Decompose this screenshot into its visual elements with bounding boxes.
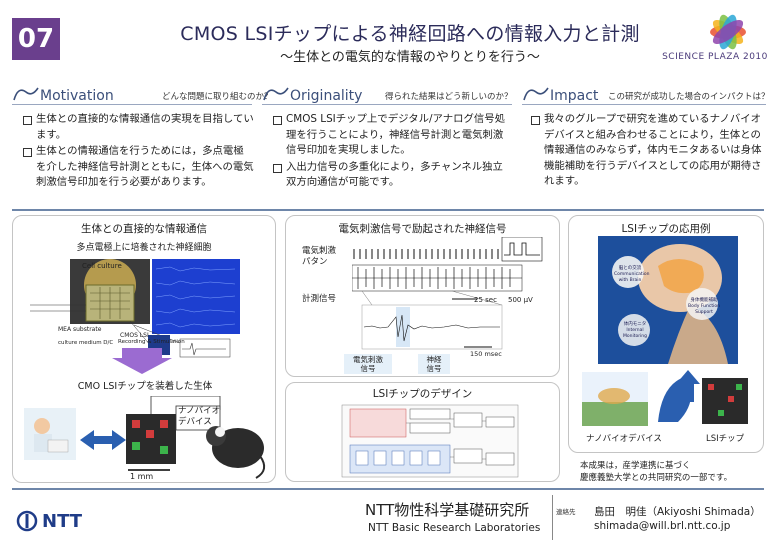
panel-left-title: 生体との直接的な情報通信 bbox=[81, 223, 207, 235]
science-plaza-logo bbox=[688, 8, 768, 78]
motivation-question: どんな問題に取り組むのか？ bbox=[162, 92, 273, 102]
motivation-bullet-2: 生体との情報通信を行うためには，多点電極を介した神経信号計測とともに，生体への電… bbox=[22, 144, 254, 191]
panel-left-subtitle: 多点電極上に培養された神経細胞 bbox=[76, 243, 212, 253]
chip-block-diagram bbox=[341, 404, 519, 478]
nanobio-chip-figure bbox=[582, 370, 748, 426]
originality-question: 得られた結果はどう新しいのか？ bbox=[385, 92, 513, 102]
science-plaza-logo-text: SCIENCE PLAZA 2010 bbox=[662, 52, 768, 62]
label-nanobio-device: ナノバイオデバイス bbox=[586, 434, 662, 444]
poster-number-badge: 07 bbox=[12, 18, 60, 60]
impact-heading: Impact bbox=[550, 88, 599, 104]
impact-bullet-1: 我々のグループで研究を進めているナノバイオデバイスと組み合わせることにより，生体… bbox=[530, 112, 762, 190]
ntt-logo: NTT bbox=[16, 510, 82, 532]
down-arrow-icon bbox=[112, 348, 172, 374]
poster-subtitle: ～生体との電気的な情報のやりとりを行う～ bbox=[280, 50, 540, 65]
impact-question: この研究が成功した場合のインパクトは？ bbox=[608, 92, 770, 102]
panel-chip-design-title: LSIチップのデザイン bbox=[372, 388, 473, 400]
chip-label-medium: culture medium D/C bbox=[58, 340, 114, 346]
chip-label-recording: Recording & Stimulation bbox=[118, 339, 185, 345]
chip-label-cmos: CMOS LSI bbox=[120, 332, 149, 339]
panel-left-arrow-label: CMO LSIチップを装着した生体 bbox=[77, 381, 213, 392]
measured-signal-label: 計測信号 bbox=[302, 294, 337, 304]
motivation-bullet-1: 生体との直接的な情報通信の実現を目指しています。 bbox=[22, 112, 254, 143]
neural-signal-label: 神経 信号 bbox=[418, 354, 450, 374]
contact-label: 連絡先 bbox=[556, 508, 576, 516]
panel-right-title: LSIチップの応用例 bbox=[621, 223, 711, 235]
chip-label-mea: MEA substrate bbox=[58, 326, 102, 333]
section-divider bbox=[12, 209, 764, 211]
zoom-scale-label: 150 msec bbox=[470, 350, 502, 358]
ntt-logo-text: NTT bbox=[42, 510, 83, 532]
panel-mid-title: 電気刺激信号で励起された神経信号 bbox=[338, 223, 507, 235]
swirl-icon bbox=[263, 87, 289, 101]
baby-chip-rat-figure bbox=[24, 396, 266, 479]
collaboration-note: 本成果は，産学連携に基づく 慶應義塾大学との共同研究の一部です。 bbox=[580, 461, 733, 483]
amp-scale-label: 500 μV bbox=[508, 296, 533, 304]
stim-signal-label: 電気刺激 信号 bbox=[344, 354, 392, 374]
lab-name-en: NTT Basic Research Laboratories bbox=[368, 522, 541, 534]
nanobio-callout: ナノバイオ デバイス bbox=[178, 406, 221, 427]
motivation-header: Motivation どんな問題に取り組むのか？ bbox=[12, 84, 273, 106]
motivation-heading: Motivation bbox=[40, 88, 114, 104]
bubble-body-support: 身体機能補助 Body Function Support bbox=[688, 298, 720, 315]
swirl-icon bbox=[13, 87, 39, 101]
originality-header: Originality 得られた結果はどう新しいのか？ bbox=[262, 84, 513, 106]
impact-rule bbox=[522, 104, 766, 105]
originality-bullet-1: CMOS LSIチップ上でデジタル/アナログ信号処理を行うことにより，神経信号計… bbox=[272, 112, 510, 159]
originality-heading: Originality bbox=[290, 88, 363, 104]
neural-signal-plot bbox=[352, 237, 543, 350]
contact-name: 島田 明佳（Akiyoshi Shimada） bbox=[594, 506, 761, 518]
ntt-logo-icon bbox=[16, 510, 38, 532]
originality-bullets: CMOS LSIチップ上でデジタル/アナログ信号処理を行うことにより，神経信号計… bbox=[272, 112, 510, 192]
label-lsi-chip: LSIチップ bbox=[706, 434, 745, 444]
brain-application-figure bbox=[598, 236, 738, 364]
chip-label-cell: Cell culture bbox=[82, 262, 122, 270]
impact-header: Impact この研究が成功した場合のインパクトは？ bbox=[522, 84, 770, 106]
impact-text: 我々のグループで研究を進めているナノバイオデバイスと組み合わせることにより，生体… bbox=[530, 112, 762, 191]
footer-rule bbox=[12, 488, 764, 490]
poster-title: CMOS LSIチップによる神経回路への情報入力と計測 bbox=[180, 23, 640, 45]
stim-pattern-label: 電気刺激 パタン bbox=[302, 246, 337, 267]
bubble-internal-monitor: 体内モニタ Internal Monitoring bbox=[622, 322, 648, 339]
footer-separator bbox=[552, 495, 553, 540]
lab-name-jp: NTT物性科学基礎研究所 bbox=[365, 501, 530, 519]
contact-email[interactable]: shimada@will.brl.ntt.co.jp bbox=[594, 520, 731, 532]
bubble-brain: 脳との交流 Communication with Brain bbox=[614, 266, 650, 283]
scale-bar-label: 1 mm bbox=[130, 472, 154, 481]
chip-system-figure bbox=[30, 259, 240, 358]
time-scale-label: 25 sec bbox=[474, 296, 497, 304]
originality-bullet-2: 入出力信号の多重化により，多チャンネル独立双方向通信が可能です。 bbox=[272, 160, 510, 191]
originality-rule bbox=[262, 104, 512, 105]
motivation-bullets: 生体との直接的な情報通信の実現を目指しています。 生体との情報通信を行うためには… bbox=[22, 112, 254, 192]
swirl-icon bbox=[523, 87, 549, 101]
motivation-rule bbox=[12, 104, 252, 105]
